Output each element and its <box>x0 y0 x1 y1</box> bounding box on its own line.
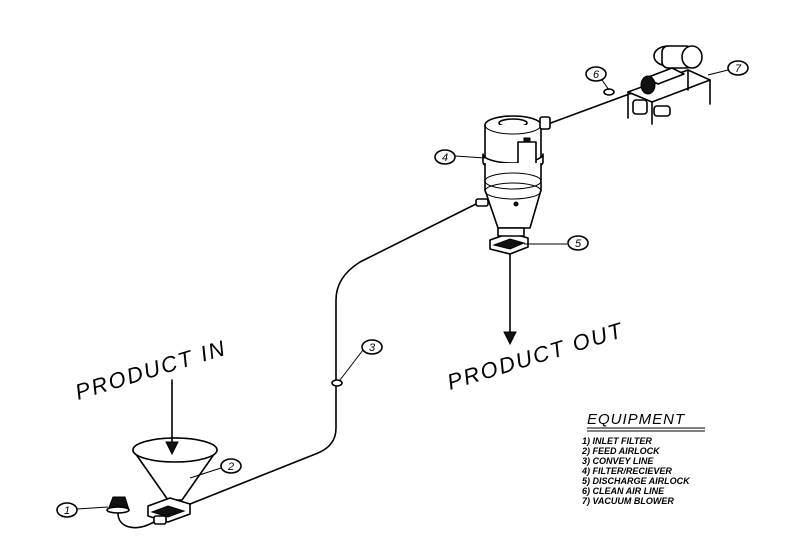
legend-item: 7) VACUUM BLOWER <box>582 496 674 506</box>
legend-item: 1) INLET FILTER <box>582 436 652 446</box>
inlet-filter <box>106 496 159 529</box>
product-out-arrow <box>503 253 517 346</box>
product-in-label: PRODUCT IN <box>72 335 229 405</box>
svg-text:4: 4 <box>442 152 448 164</box>
svg-text:3: 3 <box>369 342 376 354</box>
product-out-label: PRODUCT OUT <box>444 317 627 395</box>
legend-item: 6) CLEAN AIR LINE <box>582 486 665 496</box>
callout-3: 3 <box>361 339 383 355</box>
discharge-airlock <box>489 227 529 255</box>
convey-line <box>164 202 479 515</box>
clean-air-line-marker <box>603 88 615 96</box>
svg-text:6: 6 <box>593 69 600 81</box>
legend-title: EQUIPMENT <box>587 411 686 428</box>
callout-2: 2 <box>220 458 242 474</box>
svg-text:1: 1 <box>64 505 70 517</box>
clean-air-line <box>547 92 633 125</box>
svg-text:7: 7 <box>735 63 742 75</box>
legend-item: 2) FEED AIRLOCK <box>581 446 661 456</box>
callout-7: 7 <box>727 60 749 76</box>
callout-5: 5 <box>567 235 589 251</box>
vacuum-blower <box>627 45 711 125</box>
callout-6: 6 <box>585 66 607 82</box>
equipment-legend: EQUIPMENT 1) INLET FILTER 2) FEED AIRLOC… <box>581 411 705 506</box>
product-in-arrow <box>165 379 179 456</box>
callout-1: 1 <box>56 502 78 518</box>
legend-item: 4) FILTER/RECIEVER <box>581 466 672 476</box>
legend-item: 5) DISCHARGE AIRLOCK <box>582 476 691 486</box>
filter-receiver <box>475 115 551 229</box>
callout-4: 4 <box>434 149 456 165</box>
svg-text:2: 2 <box>227 461 234 473</box>
legend-item: 3) CONVEY LINE <box>582 456 654 466</box>
svg-text:5: 5 <box>575 238 582 250</box>
convey-line-marker <box>331 379 343 387</box>
feed-airlock <box>132 437 218 525</box>
